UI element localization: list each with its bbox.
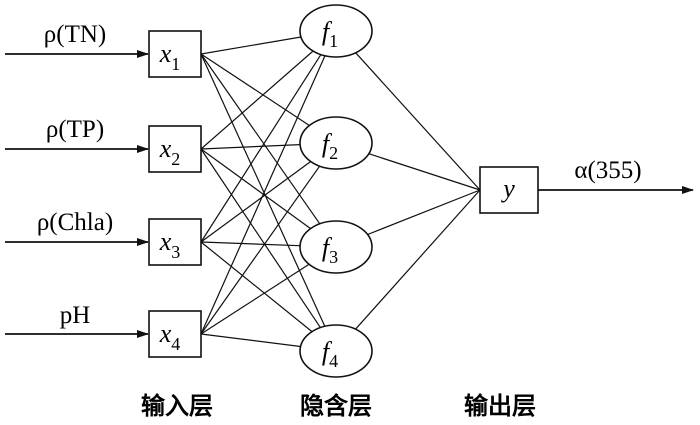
node-var: x <box>159 227 172 256</box>
node-var: f <box>322 17 333 46</box>
connection-line <box>200 36 302 55</box>
input-label: ρ(TN) <box>44 21 106 48</box>
node-var: x <box>159 39 172 68</box>
connection-line <box>200 333 301 348</box>
output-label: α(355) <box>574 157 641 184</box>
svg-text:x3: x3 <box>159 227 181 262</box>
connection-line <box>200 241 301 247</box>
svg-text:f1: f1 <box>322 17 338 51</box>
connection-line <box>200 148 321 328</box>
hidden-layer-label: 隐含层 <box>300 392 372 420</box>
connection-line <box>200 165 321 335</box>
input-node: x2 <box>148 125 202 173</box>
connection-line <box>200 161 312 243</box>
connection-line <box>200 241 313 333</box>
connection-line <box>200 53 321 225</box>
node-subscript: 1 <box>171 54 180 74</box>
connection-line <box>367 189 481 236</box>
node-subscript: 3 <box>329 247 338 267</box>
connection-line <box>368 153 481 191</box>
input-layer-label: 输入层 <box>141 392 213 420</box>
node-var: f <box>322 233 333 262</box>
node-var: x <box>159 319 172 348</box>
node-subscript: 2 <box>171 149 180 169</box>
node-subscript: 4 <box>329 351 338 371</box>
hidden-node: f4 <box>299 324 373 378</box>
svg-text:f4: f4 <box>322 337 338 371</box>
connection-line <box>200 53 326 327</box>
node-var: f <box>322 337 333 366</box>
input-node: x1 <box>148 30 202 78</box>
svg-text:f3: f3 <box>322 233 338 267</box>
hidden-node: f3 <box>299 220 373 274</box>
node-var: x <box>159 134 172 163</box>
connection-line <box>200 55 326 335</box>
connection-line <box>200 148 311 230</box>
connection-line <box>200 54 322 243</box>
hidden-output-connections <box>355 52 481 330</box>
hidden-node: f1 <box>299 4 373 58</box>
svg-text:f2: f2 <box>322 129 338 163</box>
node-subscript: 1 <box>329 31 338 51</box>
output-var: y <box>500 174 515 203</box>
output-node: y <box>479 166 539 214</box>
svg-text:x1: x1 <box>159 39 181 74</box>
connection-line <box>355 189 481 330</box>
connection-line <box>200 144 301 150</box>
input-hidden-connections <box>200 36 326 348</box>
connection-line <box>200 53 310 127</box>
svg-text:x4: x4 <box>159 319 181 354</box>
svg-text:x2: x2 <box>159 134 181 169</box>
connection-line <box>355 52 481 191</box>
input-label: ρ(TP) <box>46 116 104 143</box>
connection-line <box>200 263 310 335</box>
node-subscript: 4 <box>171 334 180 354</box>
hidden-node: f2 <box>299 116 373 170</box>
node-subscript: 3 <box>171 242 180 262</box>
input-label: pH <box>60 302 91 329</box>
input-label: ρ(Chla) <box>37 209 113 236</box>
input-node: x4 <box>148 310 202 358</box>
connection-line <box>200 50 314 150</box>
output-layer-label: 输出层 <box>464 392 536 420</box>
node-var: f <box>322 129 333 158</box>
input-node: x3 <box>148 218 202 266</box>
node-subscript: 2 <box>329 143 338 163</box>
